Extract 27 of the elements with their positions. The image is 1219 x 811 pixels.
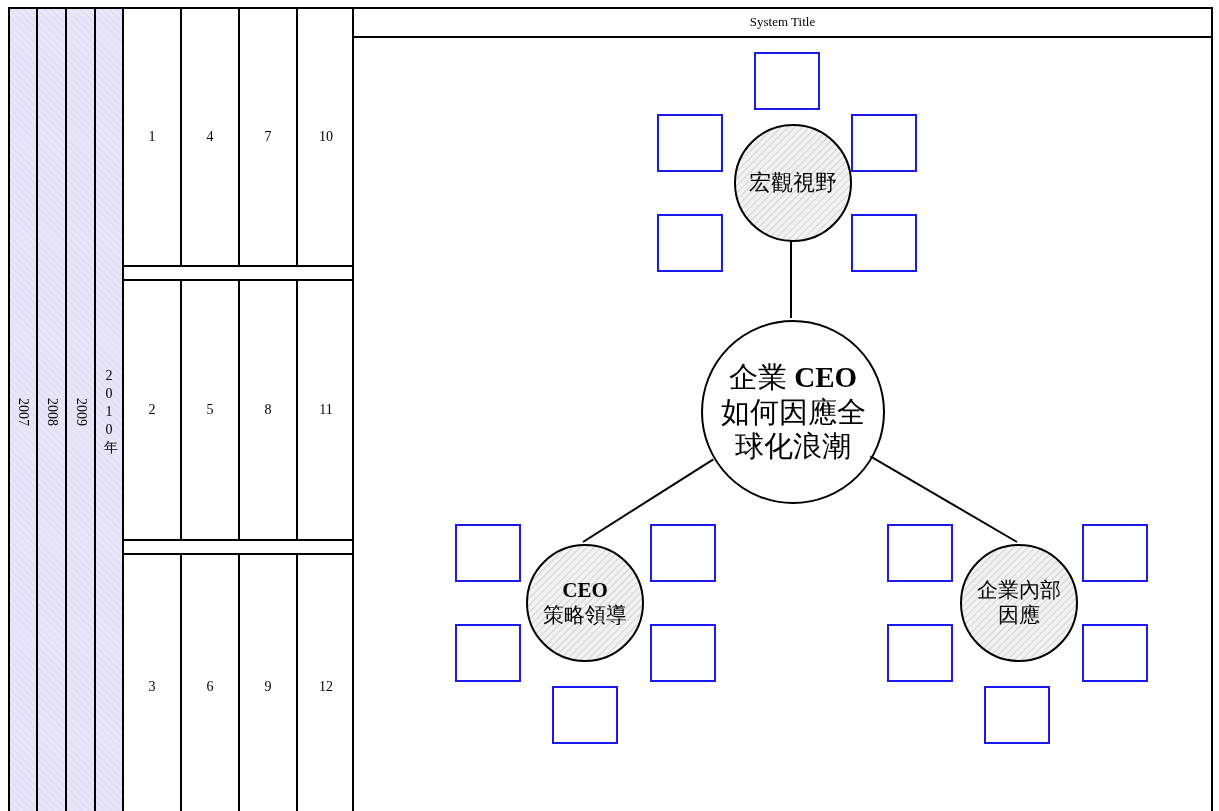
- topic-circle: 宏觀視野: [734, 124, 852, 242]
- topic-circle: CEO 策略領導: [526, 544, 644, 662]
- empty-box: [851, 114, 917, 172]
- year-band: 2007: [8, 7, 38, 811]
- topic-circle: 企業內部因應: [960, 544, 1078, 662]
- empty-box: [455, 624, 521, 682]
- topic-circle: 企業 CEO 如何因應全球化浪潮: [701, 320, 885, 504]
- empty-box: [455, 524, 521, 582]
- empty-box: [1082, 524, 1148, 582]
- year-band: 2008: [36, 7, 67, 811]
- empty-box: [984, 686, 1050, 744]
- title-bar: System Title: [354, 9, 1211, 38]
- connector-line: [790, 239, 792, 319]
- empty-box: [851, 214, 917, 272]
- empty-box: [552, 686, 618, 744]
- year-band: 2010年: [94, 7, 124, 811]
- empty-box: [1082, 624, 1148, 682]
- empty-box: [754, 52, 820, 110]
- year-band: 2009: [65, 7, 96, 811]
- connector-line: [582, 458, 715, 543]
- empty-box: [887, 524, 953, 582]
- empty-box: [650, 624, 716, 682]
- connector-line: [869, 455, 1018, 543]
- empty-box: [650, 524, 716, 582]
- empty-box: [887, 624, 953, 682]
- empty-box: [657, 114, 723, 172]
- empty-box: [657, 214, 723, 272]
